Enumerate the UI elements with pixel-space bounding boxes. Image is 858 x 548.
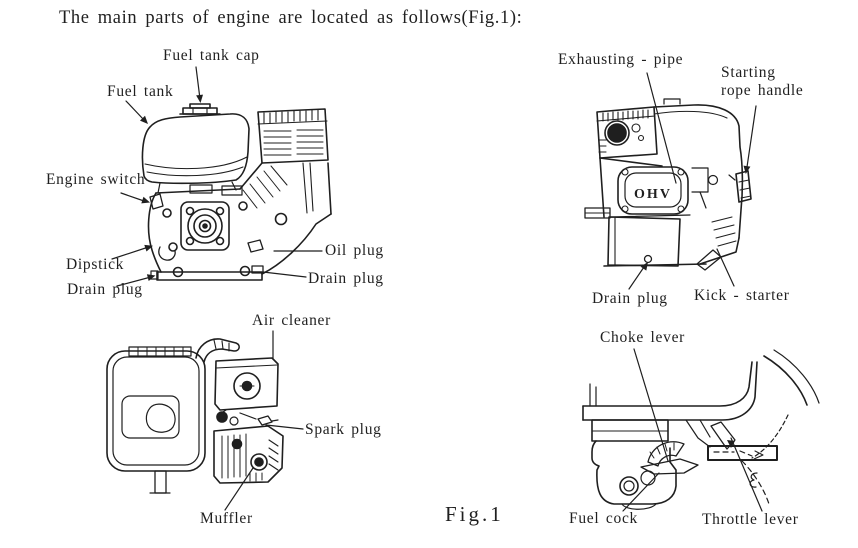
label-engine-switch: Engine switch [46, 171, 146, 188]
valve-cover-part [617, 166, 689, 215]
muffler-part [213, 425, 284, 484]
label-spark-plug: Spark plug [305, 421, 382, 438]
throttle-bracket-part [685, 419, 711, 448]
leader-drain-plug-front [116, 276, 150, 287]
carb-linkage-part [216, 409, 257, 426]
label-exhausting-pipe: Exhausting - pipe [558, 51, 684, 68]
drain-plug-part [251, 265, 264, 274]
label-drain-plug-side: Drain plug [592, 290, 668, 307]
leader-muffler [224, 467, 254, 511]
arrowhead [144, 244, 153, 252]
kick-starter-part [696, 249, 722, 271]
label-fuel-tank-cap: Fuel tank cap [163, 47, 260, 64]
leader-dipstick [111, 246, 148, 260]
fuel-tank-cap-part [179, 103, 221, 115]
leader-drain-plug-side [628, 266, 645, 290]
leader-lines [111, 66, 763, 512]
label-drain-plug-front-right: Drain plug [308, 270, 384, 287]
label-throttle-lever: Throttle lever [702, 511, 799, 528]
leader-kick-starter [716, 248, 735, 287]
leader-drain-plug-front-right [262, 271, 307, 278]
engine-controls-detail-drawing [582, 349, 820, 510]
leader-fuel-tank [125, 100, 145, 121]
tank-leg-part [149, 470, 171, 494]
arrowhead [140, 115, 148, 124]
figure-caption: Fig.1 [445, 502, 504, 526]
carburetor-body-part [591, 419, 677, 510]
arrowhead [640, 262, 648, 271]
oil-plug-part [247, 239, 264, 253]
cylinder-head-part [596, 106, 658, 159]
air-cleaner-part [214, 357, 279, 411]
label-air-cleaner: Air cleaner [252, 312, 331, 329]
rear-body-curve-part [763, 349, 820, 406]
arrowhead [196, 94, 203, 103]
spark-plug-part [257, 415, 279, 426]
cooling-shroud-part [257, 108, 329, 164]
engine-front-view-drawing [141, 103, 332, 281]
label-fuel-tank: Fuel tank [107, 83, 174, 100]
label-choke-lever: Choke lever [600, 329, 686, 346]
arrowhead [146, 274, 156, 281]
leader-exhausting-pipe [646, 72, 677, 184]
crankcase-part [147, 162, 332, 281]
leader-throttle-lever [730, 437, 763, 512]
starting-handle-part [195, 338, 240, 363]
label-muffler: Muffler [200, 510, 253, 527]
pto-shaft-part [584, 207, 611, 219]
fuel-tank-rear-part [106, 346, 206, 472]
throttle-lever-part [710, 421, 736, 450]
label-dipstick: Dipstick [66, 256, 125, 273]
leader-engine-switch [120, 192, 145, 202]
leader-fuel-cock [622, 472, 660, 512]
mounting-plate-part [180, 201, 230, 251]
label-oil-plug: Oil plug [325, 242, 384, 259]
arrowhead [141, 196, 150, 204]
choke-lever-part [647, 441, 685, 467]
arrowhead [743, 165, 751, 174]
recoil-starter-part [699, 216, 740, 265]
label-kick-starter: Kick - starter [694, 287, 790, 304]
rope-handle-part [728, 170, 752, 203]
engine-muffler-view-drawing [106, 338, 284, 494]
exhaust-linkage-part [691, 167, 719, 209]
blower-housing-part [599, 98, 744, 239]
label-drain-plug-front-left: Drain plug [67, 281, 143, 298]
leader-starting-rope-handle [746, 105, 757, 168]
dipstick-part [158, 246, 176, 261]
engine-switch-part [149, 193, 164, 210]
leader-choke-lever [633, 348, 669, 462]
crankcase-side-part [603, 214, 707, 267]
label-starting-rope-handle: Starting rope handle [721, 64, 804, 99]
fuel-tank-part [141, 113, 250, 185]
throttle-slot-part [707, 445, 778, 461]
leader-fuel-tank-cap [195, 66, 201, 100]
leader-spark-plug [265, 424, 304, 430]
valve-cover-text: OHV [634, 187, 672, 202]
tank-bottom-edge-part [582, 361, 758, 421]
engine-side-view-drawing: OHV [584, 98, 752, 271]
page-title: The main parts of engine are located as … [59, 8, 523, 28]
label-fuel-cock: Fuel cock [569, 510, 638, 527]
